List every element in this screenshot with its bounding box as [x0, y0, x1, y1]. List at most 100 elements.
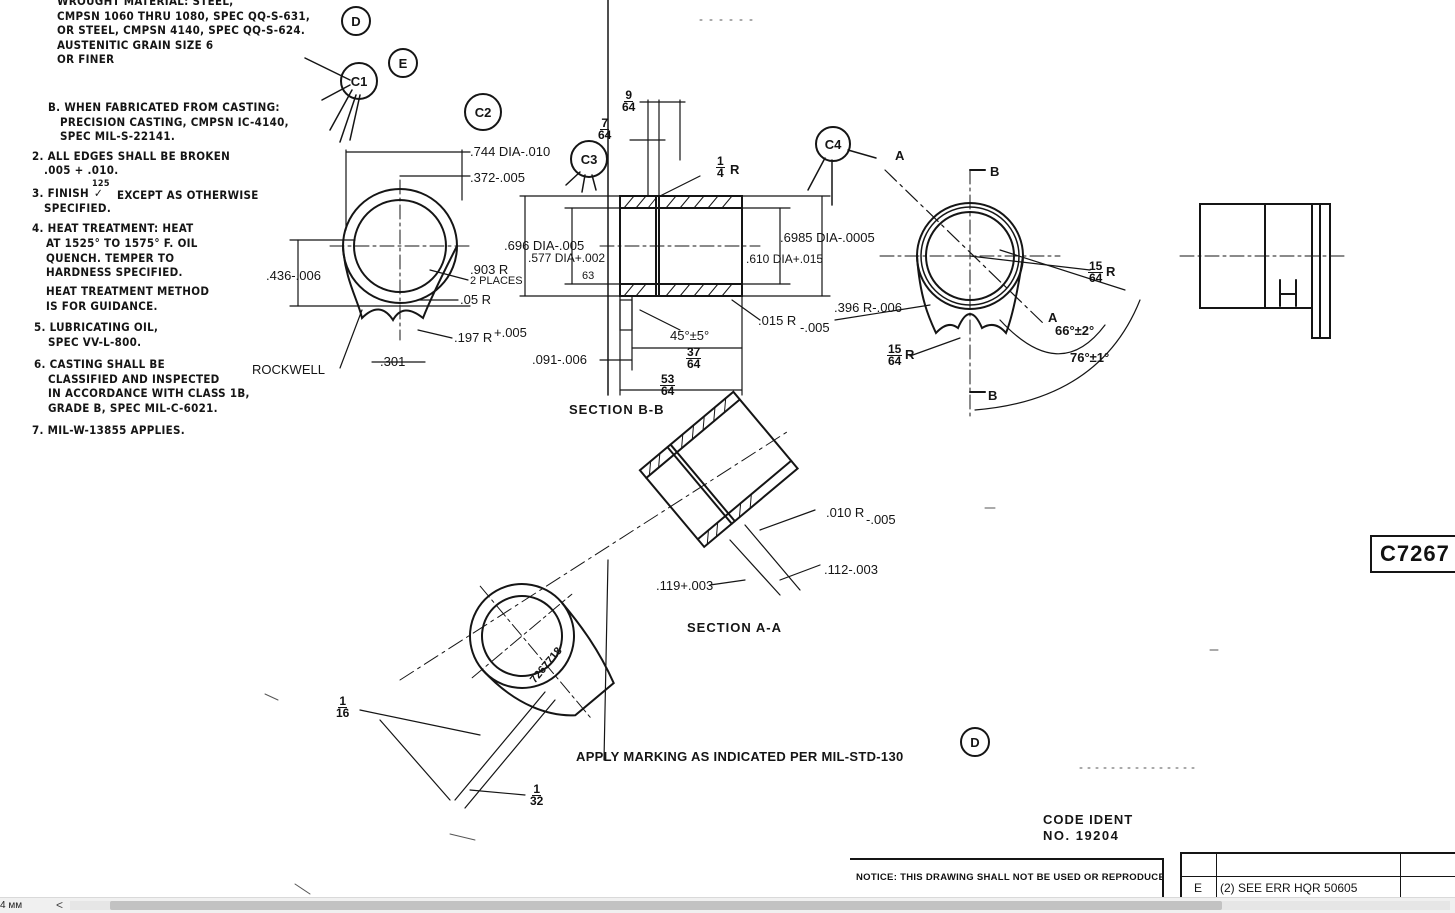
- dim-372: .372-.005: [470, 170, 525, 185]
- note-6-line-4: GRADE B, SPEC MIL-C-6021.: [48, 401, 218, 415]
- dim-696-dia: .696 DIA-.005: [504, 238, 585, 253]
- section-marker-a-mid: A: [1048, 310, 1058, 325]
- note-4-line-3: QUENCH. TEMPER TO: [46, 251, 175, 265]
- note-7: 7. MIL-W-13855 APPLIES.: [32, 423, 185, 437]
- zoom-readout: 4 мм: [0, 900, 23, 911]
- note-4-line-4: HARDNESS SPECIFIED.: [46, 265, 183, 279]
- note-material-5: OR FINER: [57, 52, 115, 66]
- radius-903: .903 R: [470, 262, 509, 277]
- dim-091: .091-.006: [532, 352, 587, 367]
- note-2-line-2: .005 + .010.: [44, 163, 119, 177]
- viewer-status-bar: 4 мм <: [0, 897, 1455, 913]
- dim-119: .119+.003: [656, 578, 714, 593]
- note-4-line-6: IS FOR GUIDANCE.: [46, 299, 158, 313]
- section-aa-geometry: [638, 390, 800, 549]
- callout-e: E: [388, 48, 418, 78]
- drawing-number-box: C7267: [1370, 535, 1455, 573]
- radius-396: .396 R-.006: [834, 300, 902, 315]
- revision-note: (2) SEE ERR HQR 50605: [1220, 881, 1358, 895]
- section-bb-geometry: [519, 99, 831, 396]
- dim-744-dia: .744 DIA-.010: [470, 144, 551, 159]
- marking-instruction: APPLY MARKING AS INDICATED PER MIL-STD-1…: [576, 749, 904, 764]
- section-bb-title: SECTION B-B: [569, 402, 665, 417]
- note-5-line-1: 5. LUBRICATING OIL,: [34, 320, 159, 334]
- callout-c4: C4: [815, 126, 851, 162]
- revision-block: E (2) SEE ERR HQR 50605: [1180, 852, 1455, 899]
- dim-6985-dia: .6985 DIA-.0005: [780, 230, 875, 245]
- finish-symbol-value: 125: [92, 179, 110, 189]
- section-marker-a-top: A: [895, 148, 905, 163]
- frac-15-64-r-right-suffix: R: [1106, 264, 1116, 279]
- note-material-2: CMPSN 1060 THRU 1080, SPEC QQ-S-631,: [57, 9, 311, 23]
- marking-view-geometry: [469, 583, 615, 721]
- radius-015: .015 R: [758, 313, 797, 328]
- radius-197-tol: +.005: [494, 325, 527, 340]
- note-4-line-1: 4. HEAT TREATMENT: HEAT: [32, 221, 194, 235]
- radius-010: .010 R: [826, 505, 865, 520]
- notice-text: NOTICE: THIS DRAWING SHALL NOT BE USED O…: [856, 872, 1162, 883]
- note-6-line-3: IN ACCORDANCE WITH CLASS 1B,: [48, 386, 250, 400]
- notice-box: NOTICE: THIS DRAWING SHALL NOT BE USED O…: [850, 858, 1164, 899]
- note-material-1: WROUGHT MATERIAL: STEEL,: [57, 0, 234, 8]
- note-2-line-1: 2. ALL EDGES SHALL BE BROKEN: [32, 149, 231, 163]
- dim-301: .301: [380, 354, 406, 369]
- callout-c3: C3: [570, 140, 608, 178]
- section-marker-b-bottom: B: [988, 388, 998, 403]
- side-view-geometry: [834, 169, 1141, 421]
- note-4-line-2: AT 1525° TO 1575° F. OIL: [46, 236, 198, 250]
- revision-letter: E: [1194, 881, 1203, 895]
- note-6-line-2: CLASSIFIED AND INSPECTED: [48, 372, 220, 386]
- end-view-geometry: [1179, 203, 1346, 339]
- radius-010-tol: -.005: [866, 512, 896, 527]
- angle-45: 45°±5°: [670, 328, 710, 343]
- radius-015-tol: -.005: [800, 320, 830, 335]
- frac-15-64-r-left-suffix: R: [905, 347, 915, 362]
- scroll-left-icon[interactable]: <: [56, 898, 64, 912]
- dim-577-dia: .577 DIA+.002: [528, 251, 606, 265]
- finish-check-icon: ✓: [94, 186, 103, 200]
- note-casting-1: B. WHEN FABRICATED FROM CASTING:: [48, 100, 280, 114]
- section-marker-b-top: B: [990, 164, 1000, 179]
- drawing-number: C7267: [1380, 541, 1450, 566]
- callout-c1: C1: [340, 62, 378, 100]
- dim-112: .112-.003: [824, 562, 878, 577]
- callout-d-top: D: [341, 6, 371, 36]
- note-6-line-1: 6. CASTING SHALL BE: [34, 357, 165, 371]
- front-view-geometry: [289, 149, 471, 369]
- dim-63: 63: [582, 270, 595, 282]
- radius-05: .05 R: [460, 292, 492, 307]
- code-ident-number: NO. 19204: [1043, 828, 1120, 843]
- code-ident-label: CODE IDENT: [1043, 812, 1134, 827]
- section-aa-title: SECTION A-A: [687, 620, 783, 635]
- callout-c2: C2: [464, 93, 502, 131]
- note-4-line-5: HEAT TREATMENT METHOD: [46, 284, 210, 298]
- note-material-4: AUSTENITIC GRAIN SIZE 6: [57, 38, 214, 52]
- dim-436: .436-.006: [266, 268, 321, 283]
- frac-1-4-suffix: R: [730, 162, 740, 177]
- note-3-line-1: 3. FINISH: [32, 186, 89, 200]
- angle-66: 66°±2°: [1055, 323, 1095, 338]
- rockwell-label: ROCKWELL: [252, 362, 325, 377]
- note-5-line-2: SPEC VV-L-800.: [48, 335, 142, 349]
- note-3-line-2: EXCEPT AS OTHERWISE: [117, 188, 259, 202]
- dim-610-dia: .610 DIA+.015: [746, 252, 824, 266]
- horizontal-scroll-thumb[interactable]: [110, 901, 1222, 910]
- note-casting-2: PRECISION CASTING, CMPSN IC-4140,: [60, 115, 289, 129]
- radius-197: .197 R: [454, 330, 493, 345]
- radius-903-places: 2 PLACES: [470, 275, 523, 287]
- callout-d-marking: D: [960, 727, 990, 757]
- note-3-line-3: SPECIFIED.: [44, 201, 112, 215]
- note-casting-3: SPEC MIL-S-22141.: [60, 129, 176, 143]
- note-material-3: OR STEEL, CMPSN 4140, SPEC QQ-S-624.: [57, 23, 306, 37]
- angle-76: 76°±1°: [1070, 350, 1110, 365]
